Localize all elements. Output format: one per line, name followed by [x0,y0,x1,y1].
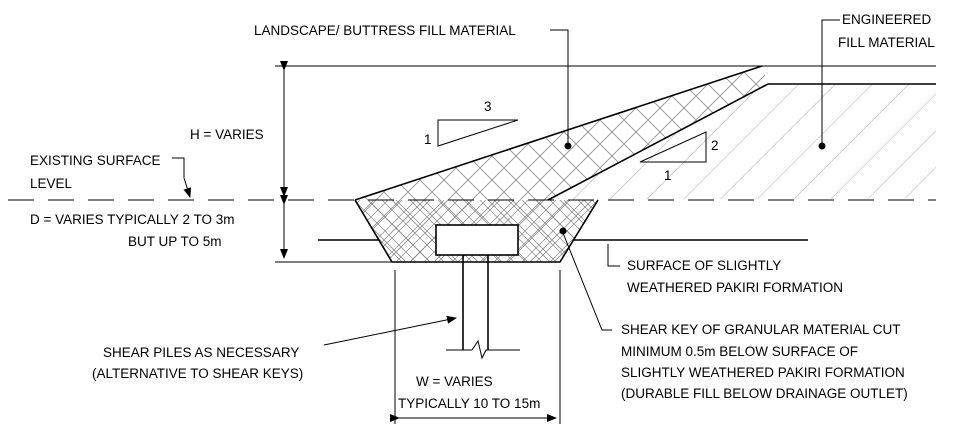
leader-dot-landscape [564,142,572,150]
slope-triangle-buttress [437,119,519,147]
label-d-varies-1: D = VARIES TYPICALLY 2 TO 3m [30,212,234,227]
leader-surface [607,244,620,267]
leader-existing-arrow [183,177,192,198]
label-shear-piles-2: (ALTERNATIVE TO SHEAR KEYS) [92,366,303,381]
leader-shear-piles [323,315,457,346]
label-w-varies-1: W = VARIES [416,374,493,389]
label-landscape-fill: LANDSCAPE/ BUTTRESS FILL MATERIAL [254,23,516,38]
label-slope-engineered-rise: 2 [711,138,719,153]
label-surface-2: WEATHERED PAKIRI FORMATION [627,280,843,295]
label-h-varies: H = VARIES [190,127,264,142]
label-slope-buttress-run: 3 [484,99,492,114]
leader-engineered-fill [821,19,840,144]
leader-landscape-fill [550,29,569,144]
label-shear-key-3: SLIGHTLY WEATHERED PAKIRI FORMATION [621,365,905,380]
leader-existing-surface [172,157,185,178]
shear-key-outline [354,199,599,263]
leader-dot-engineered [818,142,826,150]
pile-break-line [446,339,520,360]
engineered-slope-line [547,83,769,201]
label-shear-key-2: MINIMUM 0.5m BELOW SURFACE OF [621,344,858,359]
pile-cap [435,224,519,256]
label-slope-engineered-run: 1 [664,168,672,183]
label-shear-piles-1: SHEAR PILES AS NECESSARY [103,345,299,360]
buttress-slope-line [354,65,763,201]
label-slope-buttress-rise: 1 [424,132,432,147]
engineered-fill-region [548,84,936,200]
label-shear-key-4: (DURABLE FILL BELOW DRAINAGE OUTLET) [621,386,908,401]
label-d-varies-2: BUT UP TO 5m [128,234,222,249]
leader-shear-key [562,232,612,331]
label-engineered-fill-1: ENGINEERED [842,12,932,27]
label-existing-surface-2: LEVEL [30,176,73,191]
label-w-varies-2: TYPICALLY 10 TO 15m [398,396,540,411]
label-surface-1: SURFACE OF SLIGHTLY [627,258,781,273]
leader-dot-shear-key [559,227,567,235]
label-existing-surface-1: EXISTING SURFACE [30,153,161,168]
slope-triangle-engineered [639,131,707,163]
label-engineered-fill-2: FILL MATERIAL [838,35,935,50]
label-shear-key-1: SHEAR KEY OF GRANULAR MATERIAL CUT [621,322,901,337]
